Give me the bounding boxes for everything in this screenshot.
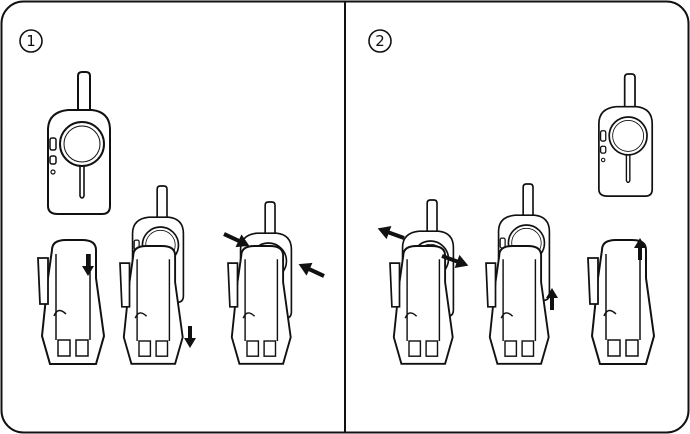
- belt-clip-icon: [587, 239, 655, 365]
- belt-clip-icon: [227, 245, 292, 365]
- step-number-1: 1: [26, 32, 36, 50]
- step-circle: [19, 29, 43, 53]
- step-number-2: 2: [375, 32, 385, 50]
- belt-clip-icon: [389, 245, 454, 365]
- step-circle: [368, 29, 392, 53]
- belt-clip-icon: [485, 245, 550, 365]
- belt-clip-icon: [119, 245, 184, 365]
- belt-clip-icon: [37, 239, 105, 365]
